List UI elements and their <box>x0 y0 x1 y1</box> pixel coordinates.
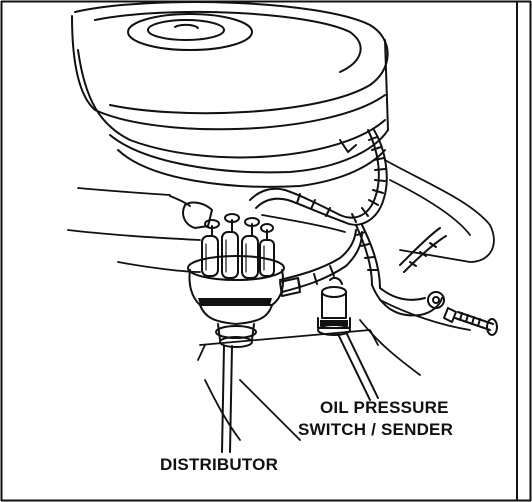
harness-branch-a <box>249 187 341 216</box>
tower-cap-4 <box>260 223 274 233</box>
sender-hex <box>317 317 351 329</box>
bolt-ring <box>427 291 445 309</box>
sender-dark-fill <box>320 320 348 326</box>
cap-tower-tops <box>211 219 268 241</box>
tower-cap-2 <box>224 213 240 223</box>
wing-nut-inner <box>147 19 225 41</box>
right-cable-d <box>403 235 447 273</box>
oil-pressure-label-line2: SWITCH / SENDER <box>298 420 454 439</box>
valve-cover-right <box>384 159 495 263</box>
distributor-housing <box>199 304 273 325</box>
leader-distributor-b <box>229 345 233 453</box>
wiring-harness <box>249 129 447 317</box>
manifold-left <box>67 229 201 241</box>
air-cleaner-lid <box>74 1 389 115</box>
air-cleaner <box>71 1 389 188</box>
bolt-washer <box>443 307 457 323</box>
bolt-ring-inner <box>432 296 440 304</box>
sender-top <box>321 286 347 298</box>
dist-cable-b <box>281 231 363 293</box>
valve-cover-right-inner <box>389 179 471 236</box>
intake-plenum <box>261 214 346 233</box>
block-right-2 <box>359 319 421 376</box>
right-cable-a <box>379 287 426 301</box>
wing-nut-outer <box>127 13 253 51</box>
wing-nut-stud <box>174 23 199 29</box>
air-cleaner-lid-inner <box>94 10 362 73</box>
bolt-head <box>486 318 498 336</box>
cap-dark-fill <box>198 298 272 305</box>
block-lower-1 <box>199 329 379 346</box>
distributor-shaft <box>217 323 255 341</box>
block-lower-4 <box>204 379 241 441</box>
housing-rim-3 <box>109 129 389 174</box>
ground-bolt <box>427 291 498 336</box>
sender-terminal <box>329 276 343 285</box>
cap-tower-1 <box>201 235 219 277</box>
cap-tower-2 <box>221 231 239 279</box>
manifold-edge <box>117 261 201 273</box>
coil-wire <box>169 195 191 207</box>
bolt-thread <box>459 312 481 327</box>
harness-main-a <box>339 129 380 219</box>
sender-cable-a <box>355 224 373 286</box>
engine-body <box>67 159 495 441</box>
distributor-shaft-ring-2 <box>219 336 253 348</box>
right-cable-wrap <box>409 242 437 267</box>
right-cable-c <box>399 227 441 266</box>
tower-cap-1 <box>204 219 220 229</box>
dist-plug <box>279 277 301 297</box>
harness-branch-wrap <box>296 193 331 217</box>
block-lower-2 <box>197 344 206 361</box>
oil-pressure-sender <box>317 276 351 336</box>
cap-shading <box>205 239 265 273</box>
tower-cap-3 <box>244 217 260 227</box>
housing-side <box>384 39 389 131</box>
harness-wrap <box>351 136 386 223</box>
distributor-cap-top <box>187 255 285 281</box>
housing-rim-1 <box>71 15 386 131</box>
leader-lines <box>221 331 379 453</box>
leader-distributor-a <box>221 345 225 453</box>
housing-bracket <box>339 139 357 153</box>
harness-main-b <box>343 129 388 226</box>
distributor <box>169 195 301 348</box>
right-cable-b <box>371 284 443 317</box>
cap-tower-3 <box>241 235 259 279</box>
block-lower-3 <box>239 379 301 441</box>
leader-oil-b <box>345 331 379 399</box>
dist-cable-a <box>279 229 357 281</box>
harness-branch-b <box>255 197 345 223</box>
sender-body <box>321 291 347 319</box>
coil-connector <box>182 201 213 229</box>
distributor-label: DISTRIBUTOR <box>160 455 279 474</box>
block-right-1 <box>379 299 471 331</box>
leader-oil-a <box>337 333 371 401</box>
oil-pressure-label-line1: OIL PRESSURE <box>320 398 449 417</box>
housing-rim-2 <box>77 49 386 159</box>
housing-bottom <box>117 149 386 188</box>
manifold-left-2 <box>77 187 171 196</box>
